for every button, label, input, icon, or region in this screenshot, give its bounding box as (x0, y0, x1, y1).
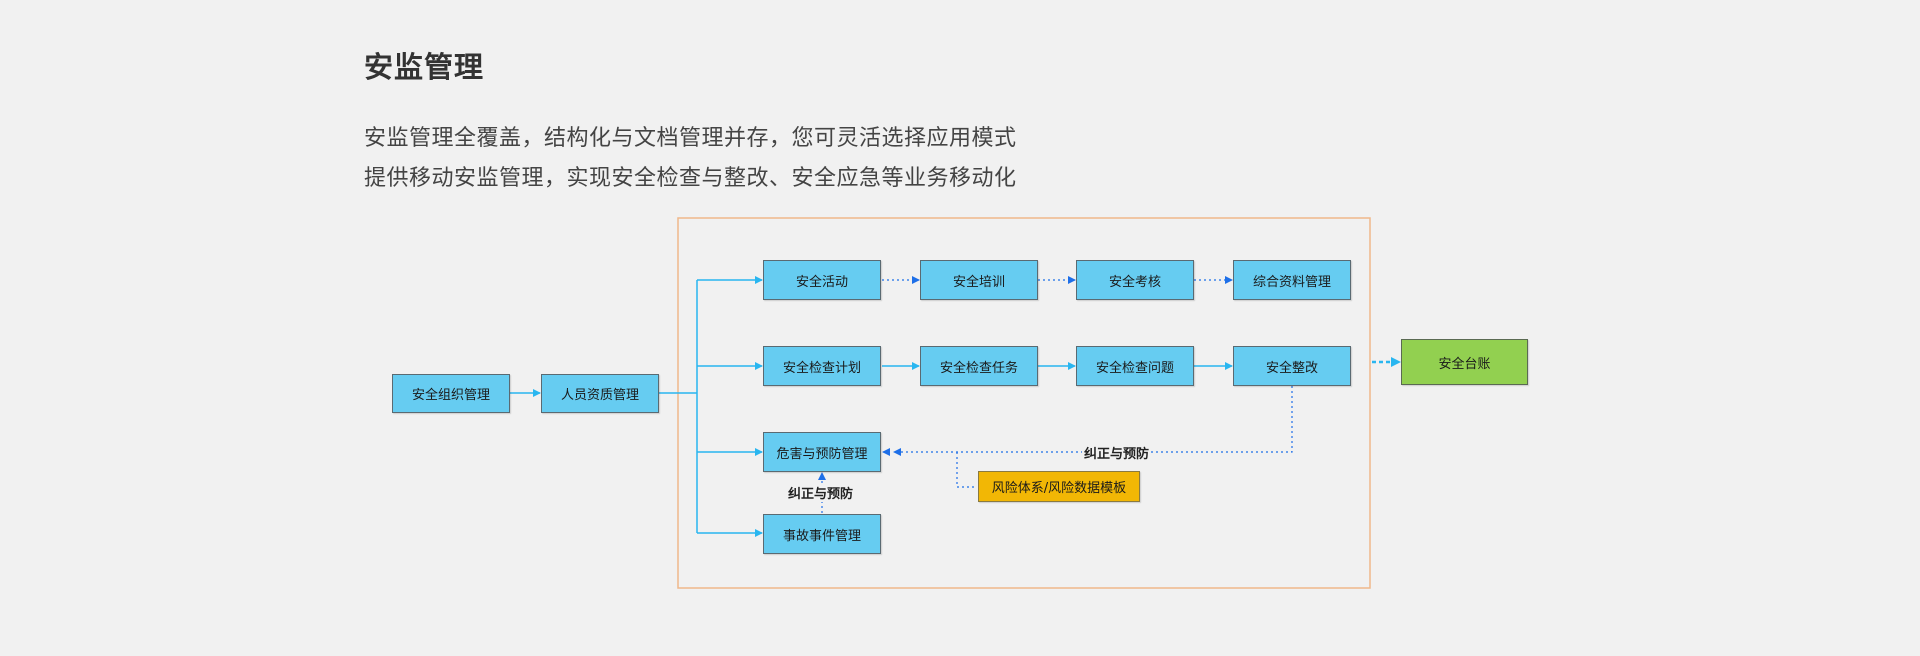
module-container (677, 217, 1371, 589)
node-safety-ledger: 安全台账 (1401, 339, 1528, 385)
arrow-rectification-hazard (893, 386, 1293, 456)
node-safety-organization: 安全组织管理 (392, 374, 510, 413)
node-inspection-issue: 安全检查问题 (1076, 346, 1194, 386)
description-line-2: 提供移动安监管理，实现安全检查与整改、安全应急等业务移动化 (364, 166, 1017, 191)
node-safety-rectification: 安全整改 (1233, 346, 1351, 386)
node-accident-management: 事故事件管理 (763, 514, 881, 554)
node-inspection-task: 安全检查任务 (920, 346, 1038, 386)
page-title: 安监管理 (364, 50, 485, 84)
node-risk-template: 风险体系/风险数据模板 (978, 471, 1140, 502)
label-correction-prevention-bottom: 纠正与预防 (786, 483, 856, 502)
line-risk-template (956, 452, 977, 488)
label-correction-prevention-right: 纠正与预防 (1082, 443, 1152, 462)
node-safety-assessment: 安全考核 (1076, 260, 1194, 300)
node-inspection-plan: 安全检查计划 (763, 346, 881, 386)
node-safety-training: 安全培训 (920, 260, 1038, 300)
node-comprehensive-documents: 综合资料管理 (1233, 260, 1351, 300)
node-personnel-qualification: 人员资质管理 (541, 374, 659, 413)
description-line-1: 安监管理全覆盖，结构化与文档管理并存，您可灵活选择应用模式 (364, 126, 1017, 151)
node-hazard-prevention: 危害与预防管理 (763, 432, 881, 472)
node-safety-activity: 安全活动 (763, 260, 881, 300)
